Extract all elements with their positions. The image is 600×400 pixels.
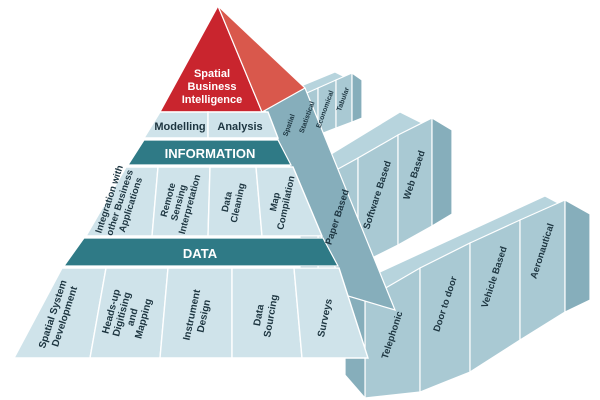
band-data [62, 237, 340, 267]
cell-analysis [207, 111, 280, 139]
apex-label-line3: Intelligence [182, 94, 243, 106]
apex-label-line2: Business [188, 81, 237, 93]
cell-surveys [293, 267, 369, 359]
apex-label-line1: Spatial [194, 68, 230, 80]
band-information [126, 139, 292, 166]
label-data: DATA [183, 246, 218, 261]
label-analysis: Analysis [217, 121, 262, 133]
label-information: INFORMATION [165, 146, 256, 161]
apex-label: Spatial Business Intelligence [182, 68, 243, 106]
pyramid [12, 4, 397, 359]
side-blocks-bottom-tier [343, 195, 592, 400]
cell-map-compilation [255, 166, 324, 237]
label-modelling: Modelling [154, 121, 205, 133]
